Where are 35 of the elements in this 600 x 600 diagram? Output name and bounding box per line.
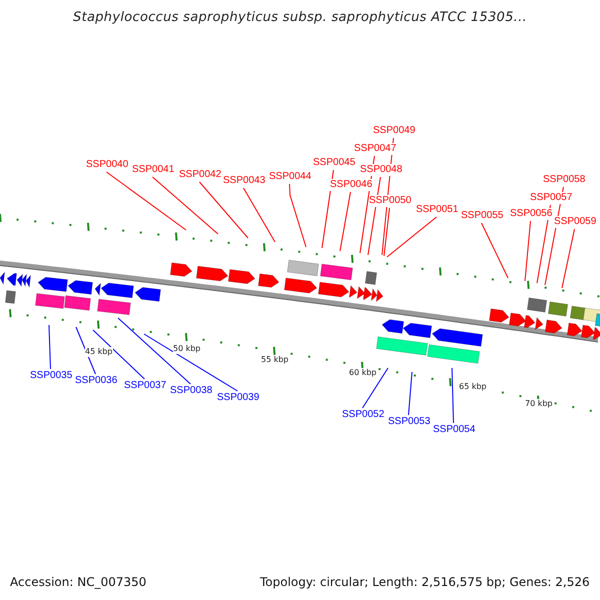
footer-text: Topology: circular; Length: 2,516,575 bp; Genes: 2,526 [260, 575, 590, 589]
leader-line [199, 182, 248, 238]
gene-label: SSP0059 [554, 216, 596, 228]
leader-line [243, 188, 276, 242]
chart-title: Staphylococcus saprophyticus subsp. saprophyticus ATCC 15305... [72, 10, 528, 25]
gene-label: SSP0056 [510, 208, 552, 220]
leader-line [481, 222, 508, 278]
gene-label: SSP0057 [530, 192, 572, 204]
scale-label: 45 kbp [85, 347, 113, 357]
leader-line [340, 192, 351, 252]
scale-label: 55 kbp [261, 355, 289, 365]
leader-line [408, 372, 412, 416]
leader-line [76, 326, 96, 374]
gene-label: SSP0047 [354, 143, 396, 155]
leader-line [289, 184, 306, 248]
leader-line [384, 208, 390, 256]
footer-text: Accession: NC_007350 [10, 575, 146, 589]
scale-label: 50 kbp [173, 344, 201, 354]
leader-line [48, 324, 51, 370]
leader-line [118, 318, 191, 384]
scale-label: 60 kbp [349, 368, 377, 378]
gene-label: SSP0046 [330, 179, 372, 191]
leader-line [452, 368, 454, 424]
gene-label: SSP0048 [360, 164, 402, 176]
leader-line [524, 220, 531, 282]
scale-label: 65 kbp [459, 382, 487, 392]
leader-line [92, 330, 145, 380]
leader-line [106, 172, 186, 230]
leader-line [144, 334, 238, 392]
gene-label: SSP0050 [369, 195, 412, 207]
leader-line [386, 216, 437, 258]
leader-line [152, 176, 218, 234]
leader-line [562, 228, 575, 288]
leader-line [362, 368, 388, 408]
scale-label: 70 kbp [525, 399, 553, 409]
